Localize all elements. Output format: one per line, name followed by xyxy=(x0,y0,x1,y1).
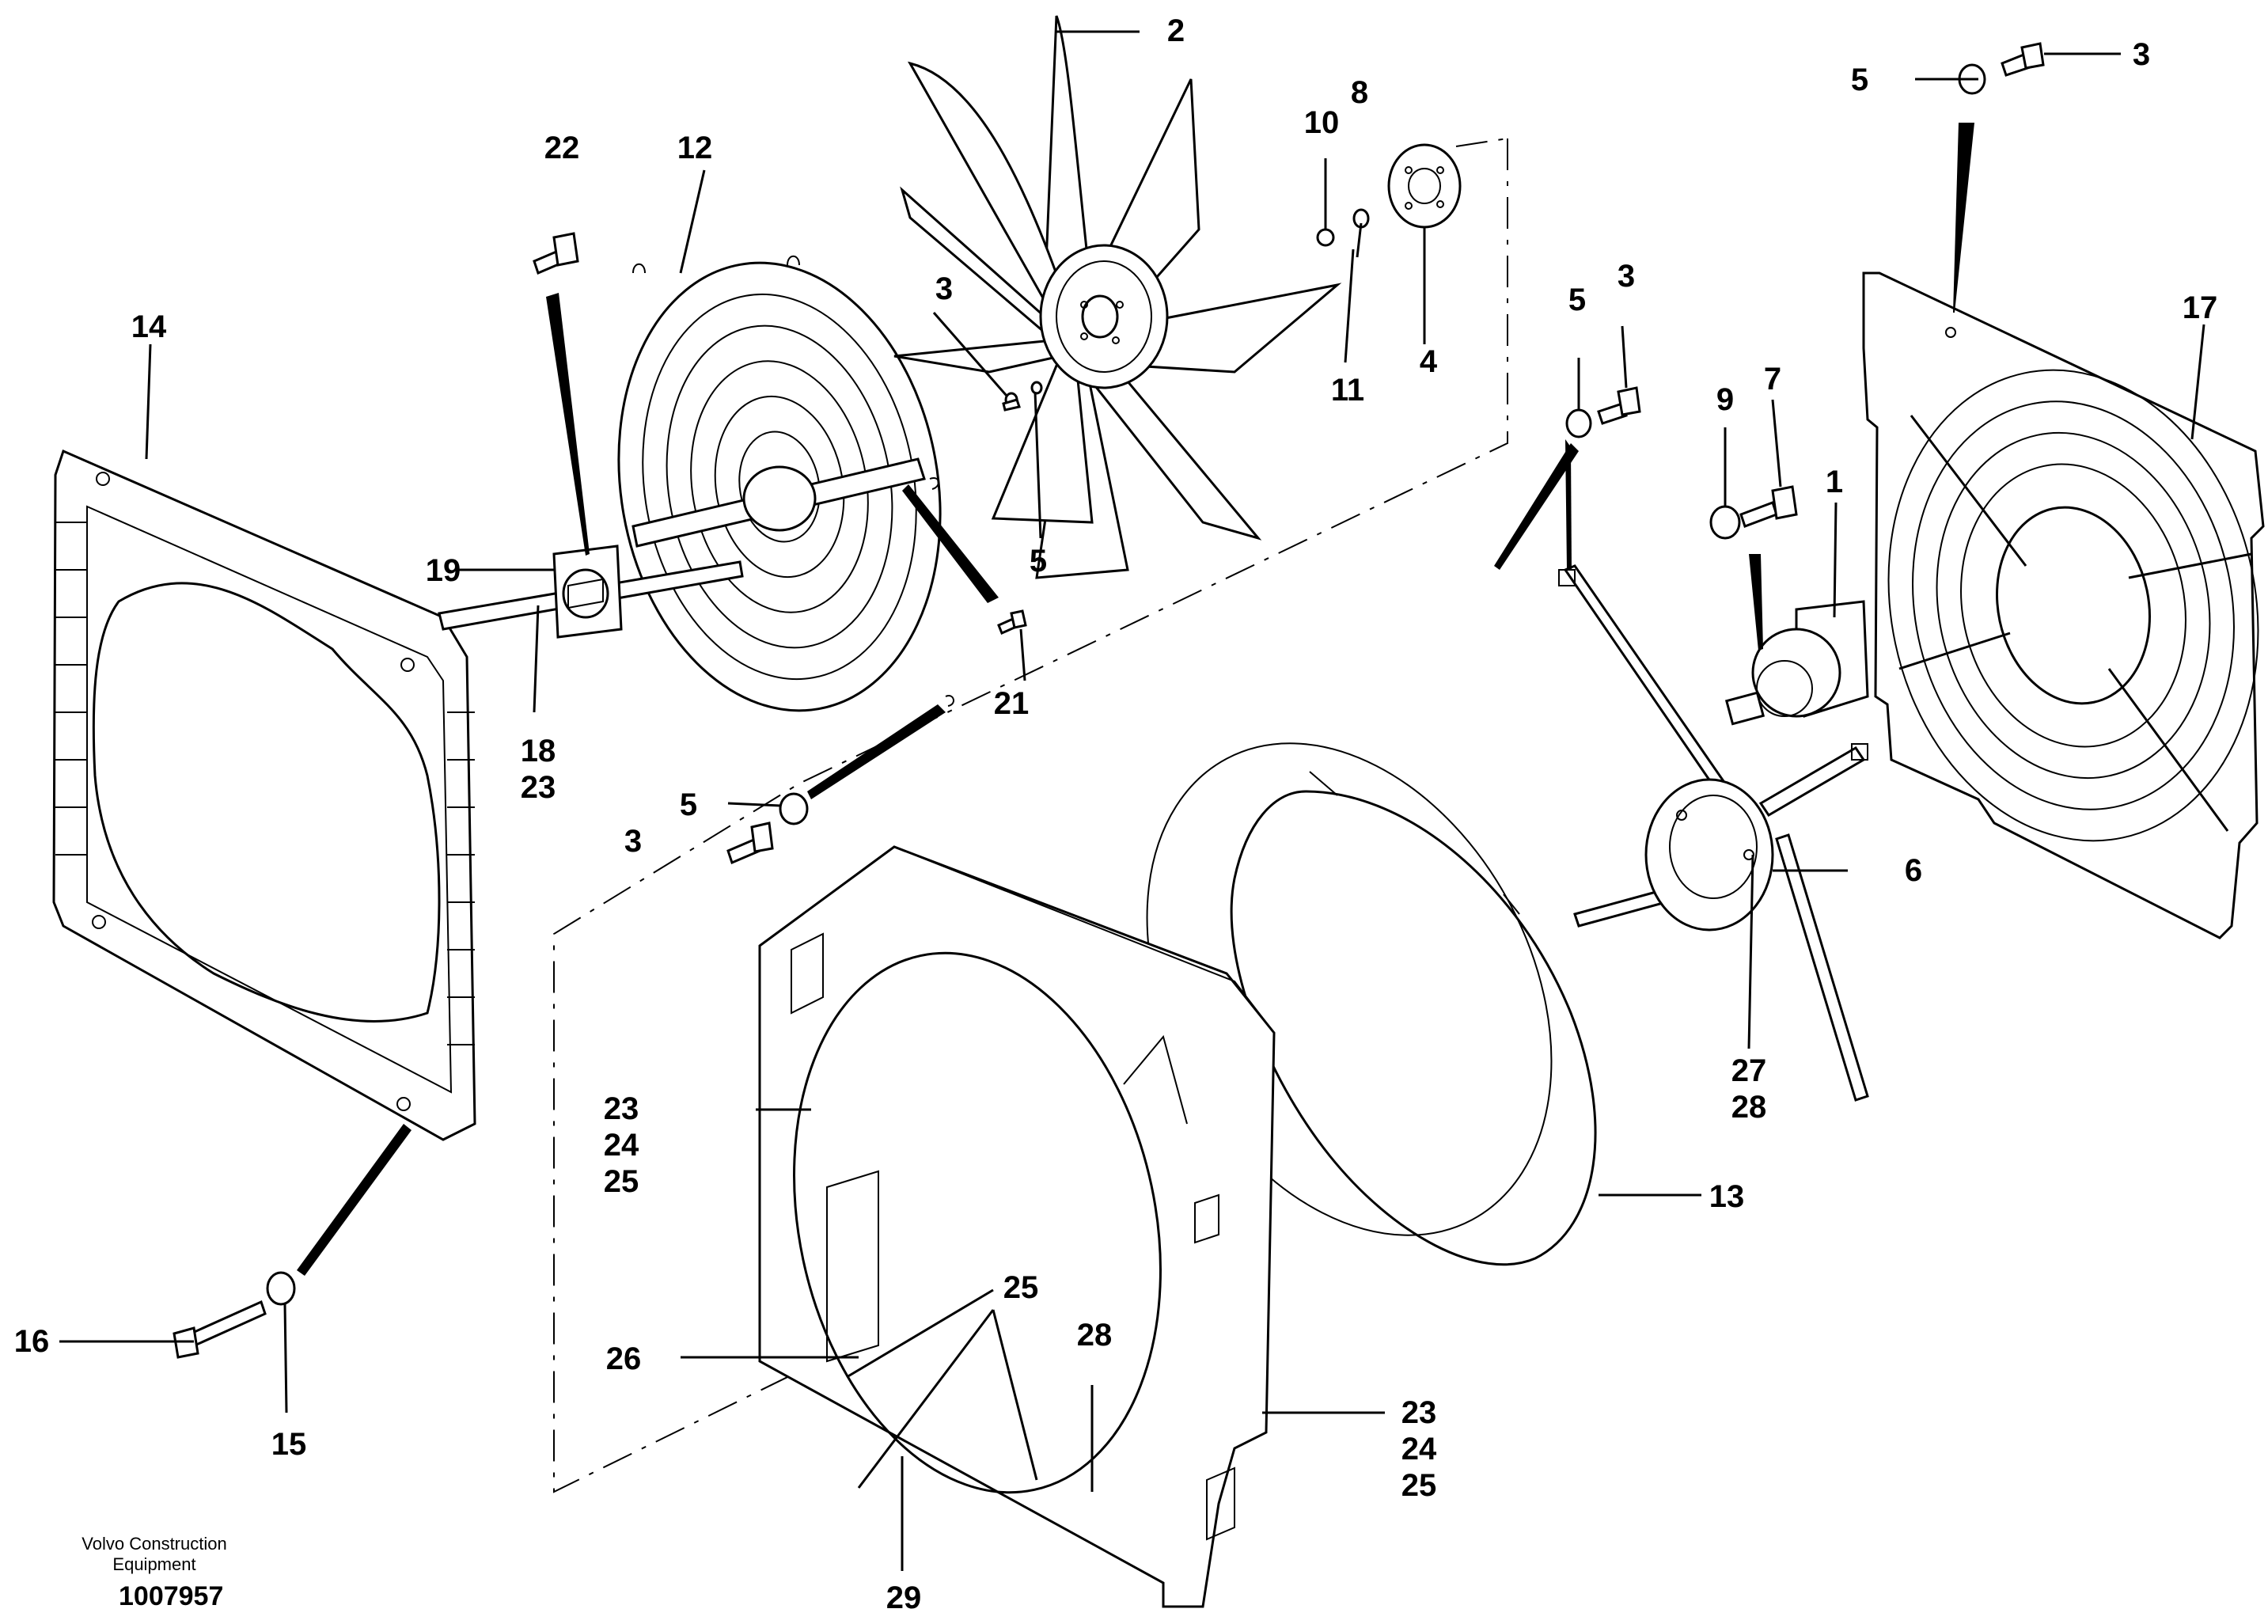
callout-23-left: 23 xyxy=(604,1091,639,1126)
callout-1: 1 xyxy=(1826,465,1843,499)
motor-mount xyxy=(1558,564,1869,1102)
callout-10: 10 xyxy=(1304,105,1340,140)
callout-14: 14 xyxy=(131,309,167,344)
callout-3-center: 3 xyxy=(1618,259,1635,294)
callout-5-center: 5 xyxy=(1568,283,1586,317)
callout-7: 7 xyxy=(1764,362,1781,397)
callout-4: 4 xyxy=(1420,344,1438,379)
callout-13: 13 xyxy=(1709,1179,1745,1214)
callout-27: 27 xyxy=(1731,1053,1767,1088)
callout-11: 11 xyxy=(1331,373,1364,408)
callout-22: 23 xyxy=(521,770,556,805)
grille-panel xyxy=(1862,271,2265,939)
guard-bracket xyxy=(438,544,744,639)
fan-shroud xyxy=(758,845,1276,1608)
callout-21: 21 xyxy=(994,686,1030,721)
callout-25-right: 25 xyxy=(1401,1468,1437,1503)
cooling-fan xyxy=(893,15,1342,579)
hydraulic-motor xyxy=(1724,600,1869,726)
company-name-line1: Volvo Construction xyxy=(82,1534,226,1554)
callout-15: 15 xyxy=(271,1427,307,1462)
callout-3-left: 3 xyxy=(624,824,642,859)
hub-adapter xyxy=(1316,143,1462,247)
callout-3-fan: 3 xyxy=(935,271,953,306)
callout-18: 18 xyxy=(521,734,556,768)
callout-2: 2 xyxy=(1167,13,1185,48)
callout-6: 6 xyxy=(1905,853,1922,888)
callout-25-left: 25 xyxy=(604,1164,639,1199)
callout-26: 26 xyxy=(606,1341,642,1376)
loose-hardware xyxy=(173,42,2045,1359)
callout-25-center: 25 xyxy=(1003,1270,1039,1305)
callout-24-left: 24 xyxy=(604,1128,639,1163)
callout-19: 19 xyxy=(426,553,461,588)
callout-9: 9 xyxy=(1716,382,1734,417)
callout-24-right: 24 xyxy=(1401,1432,1437,1467)
assembly-wedges xyxy=(297,123,1974,1276)
callout-3-top-right: 3 xyxy=(2133,37,2150,72)
callout-20: 22 xyxy=(544,131,580,165)
callout-12: 12 xyxy=(677,131,713,165)
callout-29: 29 xyxy=(886,1580,922,1615)
drawing-number: 1007957 xyxy=(119,1581,223,1611)
callout-16: 16 xyxy=(14,1324,50,1359)
callout-23-right: 23 xyxy=(1401,1395,1437,1430)
fan-guard xyxy=(617,255,954,712)
callout-5-fan: 5 xyxy=(1030,544,1047,579)
callout-5-top-right: 5 xyxy=(1851,63,1868,97)
callout-28-center: 28 xyxy=(1077,1318,1113,1353)
callout-28-right: 28 xyxy=(1731,1090,1767,1125)
shroud-ring xyxy=(1146,742,1597,1266)
radiator-frame xyxy=(52,449,476,1141)
callout-5-left: 5 xyxy=(680,787,697,822)
company-name-line2: Equipment xyxy=(112,1554,195,1574)
assembly-axes xyxy=(553,138,1508,1493)
callout-labels: 2 12 22 3 5 10 8 11 4 5 3 5 3 9 7 1 17 1… xyxy=(14,13,2218,1615)
callout-8: 8 xyxy=(1351,75,1368,110)
leader-lines xyxy=(59,30,2205,1571)
callout-17: 17 xyxy=(2183,290,2218,325)
drawing-footer: Volvo Construction Equipment 1007957 xyxy=(82,1534,226,1611)
